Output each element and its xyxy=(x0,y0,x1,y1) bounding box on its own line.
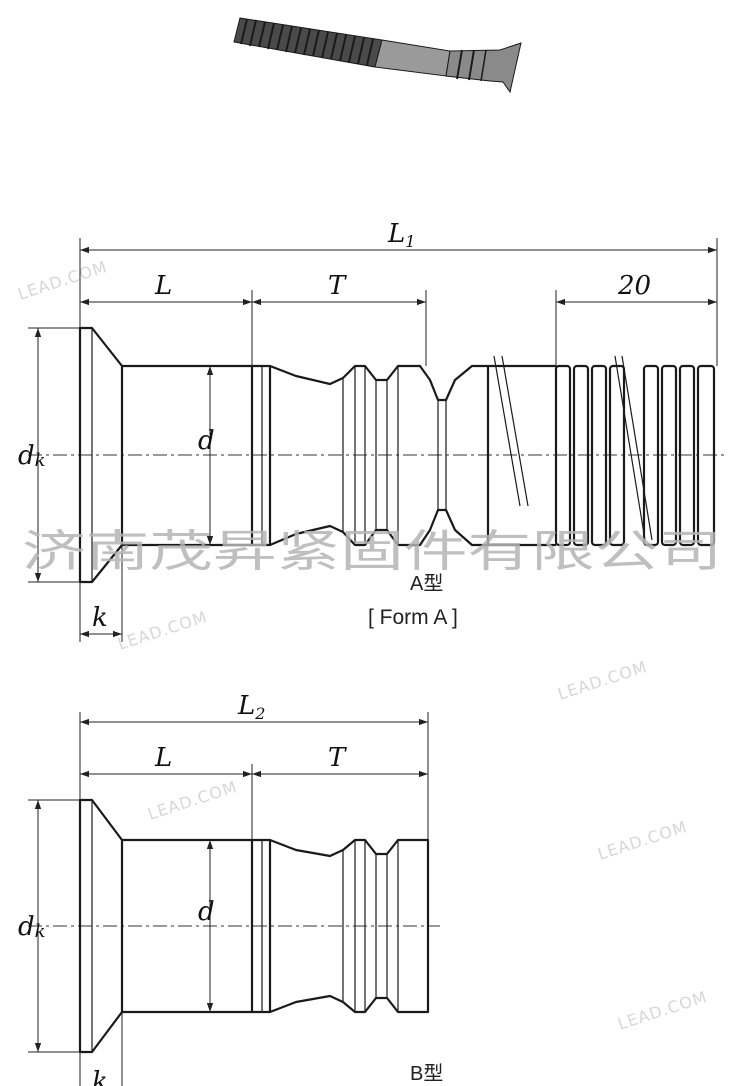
dim-d-label: d xyxy=(198,426,215,456)
dim-l1-label: L1 xyxy=(387,219,415,251)
form-a-drawing: L1 L T 20 d dk k A型 [ Form A ] xyxy=(18,219,725,642)
watermark-site-2: LEAD.COM xyxy=(115,607,209,654)
dim-b-t-label: T xyxy=(328,743,347,773)
dim-l2-label: L2 xyxy=(237,691,265,723)
watermark-site-1: LEAD.COM xyxy=(15,257,109,304)
form-b-shank xyxy=(122,838,254,1014)
watermark-site-3: LEAD.COM xyxy=(555,657,649,704)
form-a-shank xyxy=(122,364,254,547)
dim-l-label: L xyxy=(154,271,172,301)
dim-dk-label: dk xyxy=(18,441,46,471)
watermark-site-5: LEAD.COM xyxy=(145,777,239,824)
dim-k-label: k xyxy=(92,603,108,633)
dim-b-d-label: d xyxy=(198,897,215,927)
form-a-pull-grooves xyxy=(554,364,716,547)
form-b-drawing: L2 L T d dk k B型 xyxy=(18,691,443,1086)
watermark-site-6: LEAD.COM xyxy=(615,987,709,1034)
form-a-caption-en: [ Form A ] xyxy=(368,606,458,629)
dim-t-label: T xyxy=(328,271,347,301)
form-a-caption-cn: A型 xyxy=(410,572,443,595)
form-a-lock-grooves xyxy=(269,364,490,547)
dim-b-dk-label: dk xyxy=(18,912,46,942)
form-b-caption-cn: B型 xyxy=(410,1062,443,1085)
dim-20-label: 20 xyxy=(617,271,651,301)
watermark-site-4: LEAD.COM xyxy=(595,817,689,864)
product-illustration xyxy=(233,17,522,94)
form-b-lock-grooves xyxy=(269,838,430,1014)
company-watermark: 济南茂昇紧固件有限公司 xyxy=(22,526,722,577)
dim-b-l-label: L xyxy=(154,743,172,773)
dim-b-k-label: k xyxy=(92,1067,108,1086)
